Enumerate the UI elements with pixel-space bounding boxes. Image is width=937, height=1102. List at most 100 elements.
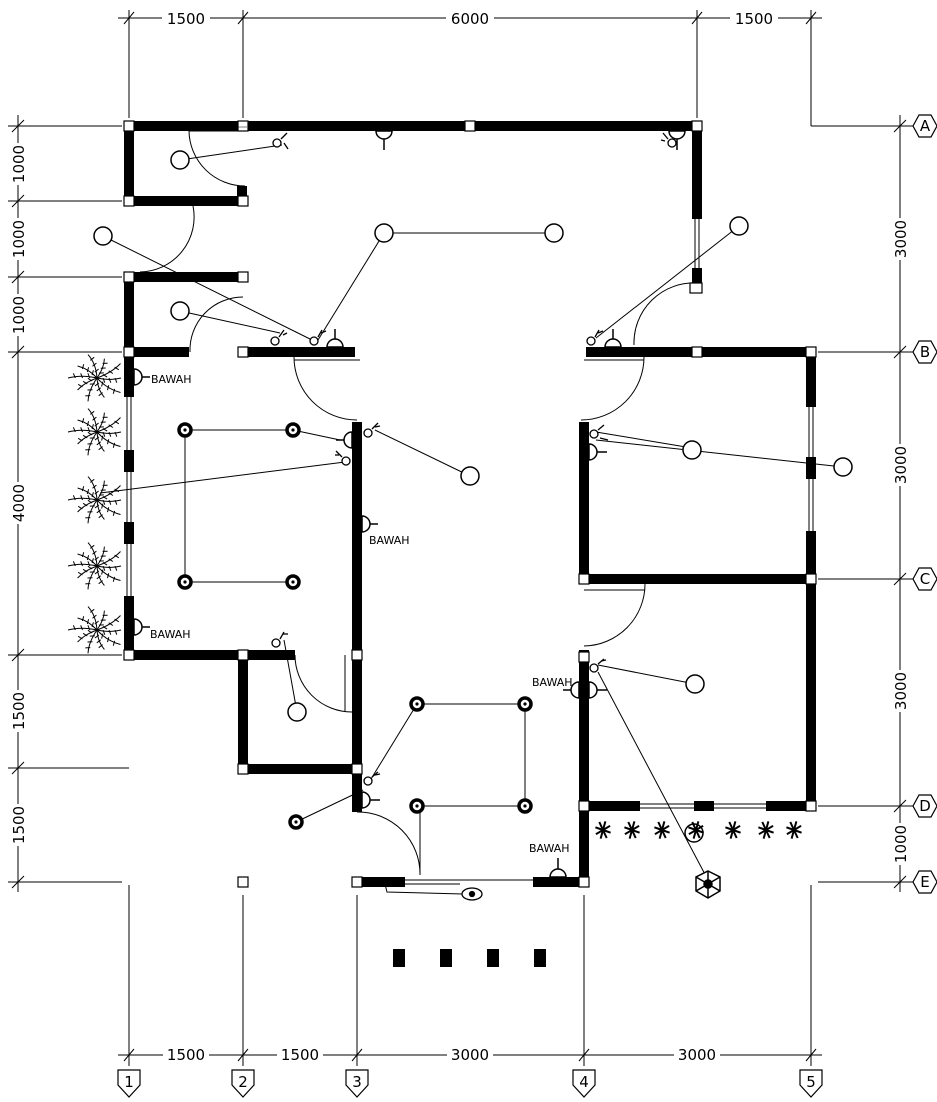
grid-bubble-d — [912, 794, 937, 818]
plant-icon — [67, 606, 122, 654]
dim-left-5: 1500 — [10, 692, 28, 730]
plants-left — [67, 354, 122, 654]
grid-bubble-4 — [572, 1069, 596, 1098]
outlets — [133, 130, 686, 878]
grid-bubble-3 — [345, 1069, 369, 1098]
outlet-icon — [588, 681, 598, 699]
bawah-label: BAWAH — [532, 676, 573, 689]
switch-icon — [272, 132, 289, 150]
light-icon — [93, 226, 113, 246]
switch-icon — [271, 631, 288, 648]
outlet-icon — [326, 338, 344, 348]
outlet-icon — [549, 868, 567, 878]
dim-bottom-3: 3000 — [451, 1046, 489, 1064]
outlet-icon — [133, 618, 143, 636]
outlet-icon — [133, 368, 143, 386]
outlet-icon — [361, 791, 371, 809]
shrub-icon — [624, 821, 640, 839]
grid-bubble-a — [912, 114, 937, 138]
grid-label-4: 4 — [579, 1073, 589, 1091]
switch-icon — [660, 132, 677, 148]
plants-bottom — [595, 821, 802, 839]
grid-label-5: 5 — [806, 1073, 816, 1091]
dim-left-1: 1000 — [10, 145, 28, 183]
dim-bottom-2: 1500 — [281, 1046, 319, 1064]
dim-top-2: 6000 — [451, 10, 489, 28]
grid-bubble-labels: A B C D E 1 2 3 4 5 — [124, 117, 931, 1091]
plant-icon — [67, 542, 122, 590]
light-icon — [170, 150, 190, 170]
bawah-label: BAWAH — [369, 534, 410, 547]
shrub-icon — [595, 821, 611, 839]
grid-bubble-e — [912, 870, 937, 894]
grid-label-c: C — [920, 570, 930, 588]
dim-top-1: 1500 — [167, 10, 205, 28]
bawah-label: BAWAH — [529, 842, 570, 855]
switch-icon — [270, 329, 288, 346]
outlet-icon — [604, 338, 622, 348]
grid-bubble-1 — [117, 1069, 141, 1098]
plant-icon — [67, 476, 122, 524]
grid-label-a: A — [920, 117, 931, 135]
dim-left-3: 1000 — [10, 296, 28, 334]
bawah-label: BAWAH — [151, 373, 192, 386]
grid-label-1: 1 — [124, 1073, 134, 1091]
grid-label-e: E — [920, 873, 929, 891]
switch-icon — [363, 771, 381, 786]
dim-right-4: 1000 — [892, 825, 910, 863]
grid-label-3: 3 — [352, 1073, 362, 1091]
wiring — [99, 144, 844, 895]
garden-light — [695, 870, 721, 899]
grid-bubbles — [117, 114, 937, 1098]
switch-icon — [589, 424, 609, 441]
grid-bubble-b — [912, 340, 937, 364]
shrub-icon — [725, 821, 741, 839]
shrub-icon — [654, 821, 670, 839]
doors — [139, 126, 698, 876]
switch-icon — [309, 329, 327, 346]
switch-icon — [363, 422, 381, 438]
light-icon — [685, 674, 705, 694]
switches — [270, 132, 677, 786]
switch-icon — [586, 329, 604, 346]
dimension-lines — [8, 10, 914, 1066]
shrub-icon — [758, 821, 774, 839]
light-icon — [544, 223, 564, 243]
dim-left-2: 1000 — [10, 220, 28, 258]
outlet-icon — [343, 431, 353, 449]
grid-bubble-2 — [231, 1069, 255, 1098]
outlet-icon — [588, 443, 598, 461]
bell-fixture — [461, 887, 483, 901]
windows — [126, 219, 814, 885]
dim-left-4: 4000 — [10, 484, 28, 522]
shrub-icon — [688, 821, 704, 839]
light-icon — [682, 440, 702, 460]
light-icon — [374, 223, 394, 243]
downlights — [177, 422, 533, 830]
outlet-icon — [361, 515, 371, 533]
switch-icon — [589, 658, 607, 673]
light-icon — [170, 301, 190, 321]
bawah-label: BAWAH — [150, 628, 191, 641]
plant-icon — [67, 408, 122, 456]
columns — [123, 120, 817, 888]
grid-label-b: B — [920, 343, 930, 361]
light-icon — [833, 457, 853, 477]
outlet-labels: BAWAH BAWAH BAWAH BAWAH BAWAH — [150, 373, 573, 855]
dimension-labels: 1500 6000 1500 1500 1500 3000 3000 1000 … — [8, 8, 910, 1065]
grid-label-d: D — [919, 797, 931, 815]
outlet-icon — [375, 130, 393, 140]
dim-right-3: 3000 — [892, 672, 910, 710]
dim-bottom-4: 3000 — [678, 1046, 716, 1064]
dim-top-3: 1500 — [735, 10, 773, 28]
plant-icon — [67, 354, 122, 402]
outlet-icon — [668, 130, 686, 140]
grid-bubble-5 — [799, 1069, 823, 1098]
dim-right-2: 3000 — [892, 446, 910, 484]
dim-right-1: 3000 — [892, 220, 910, 258]
light-icon — [287, 702, 307, 722]
switch-icon — [335, 450, 351, 466]
dim-bottom-1: 1500 — [167, 1046, 205, 1064]
light-icon — [460, 466, 480, 486]
